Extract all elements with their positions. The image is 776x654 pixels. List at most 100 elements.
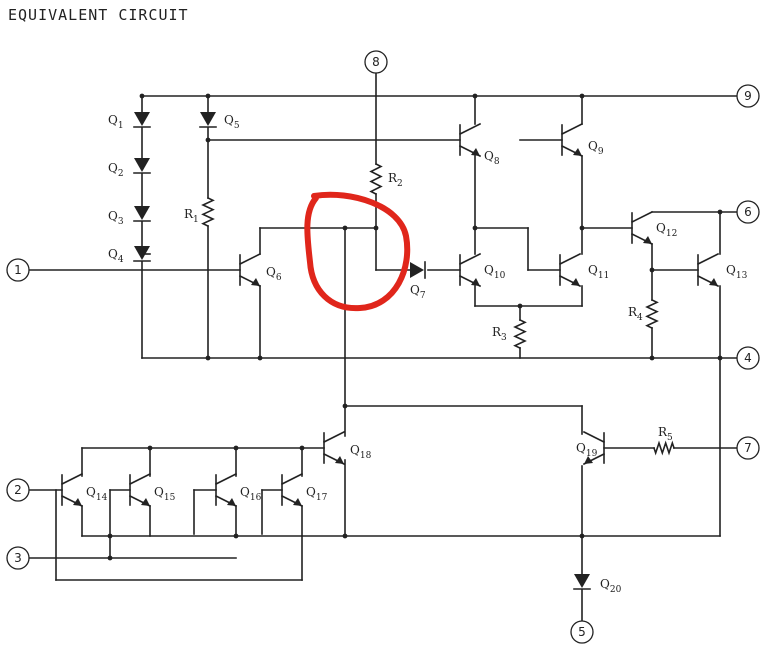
q-20-subscript: 20: [610, 585, 622, 595]
junction-dot-11: [517, 303, 523, 309]
q-9-label: Q9: [588, 139, 604, 157]
diode-q2: [133, 158, 151, 174]
q-8-subscript: 8: [494, 157, 500, 167]
pin-9: 9: [736, 84, 760, 108]
junction-dot-9: [472, 225, 478, 231]
q-18-label: Q18: [350, 443, 372, 461]
q-16-subscript: 16: [250, 493, 262, 503]
junction-dot-13: [717, 209, 723, 215]
transistor-q14-collector: [60, 472, 84, 486]
transistor-q19: [582, 430, 606, 466]
q-10-label: Q10: [484, 263, 506, 281]
transistor-q14: [60, 472, 84, 508]
junction-dot-22: [342, 533, 348, 539]
resistor-r4: [645, 298, 659, 330]
pin-4-circle: [736, 346, 760, 370]
transistor-q9-collector: [560, 122, 584, 136]
junction-dot-5: [205, 355, 211, 361]
q-16-label: Q16: [240, 485, 262, 503]
r-2-label: R2: [388, 171, 403, 189]
transistor-q19-collector: [582, 430, 606, 444]
pin-1-circle: [6, 258, 30, 282]
q-4-subscript: 4: [118, 255, 124, 265]
r-5-subscript: 5: [667, 433, 673, 443]
transistor-q15: [128, 472, 152, 508]
pin-7-number: 7: [744, 441, 752, 455]
q-7-label: Q7: [410, 283, 426, 301]
pin-7-circle: [736, 436, 760, 460]
diode-q2-triangle: [134, 158, 150, 172]
transistor-q17: [280, 472, 304, 508]
junction-dot-10: [579, 225, 585, 231]
junction-dot-7: [342, 225, 348, 231]
q-2-subscript: 2: [118, 169, 124, 179]
pin-2: 2: [6, 478, 30, 502]
q-2-label: Q2: [108, 161, 124, 179]
page-title: EQUIVALENT CIRCUIT: [8, 6, 189, 24]
pin-4: 4: [736, 346, 760, 370]
junction-dot-8: [373, 225, 379, 231]
transistor-q8: [458, 122, 482, 158]
junction-dots: [107, 93, 723, 561]
transistor-q9-arrow: [573, 148, 582, 156]
wires: [29, 69, 737, 621]
transistor-q8-arrow: [471, 148, 480, 156]
pin-8-circle: [364, 50, 388, 74]
diode-q20: [573, 574, 591, 590]
resistor-r2: [369, 162, 383, 196]
q-15-label: Q15: [154, 485, 176, 503]
transistor-q13: [696, 252, 720, 288]
q-1-label: Q1: [108, 113, 124, 131]
resistor-r5: [652, 440, 676, 456]
q-14-subscript: 14: [96, 493, 108, 503]
q-10-subscript: 10: [494, 271, 506, 281]
q-3-label: Q3: [108, 209, 124, 227]
q-12-label: Q12: [656, 221, 677, 239]
transistor-q16: [214, 472, 238, 508]
transistor-q10-arrow: [471, 278, 480, 286]
transistor-q6-collector: [238, 252, 262, 266]
transistor-q11: [558, 252, 582, 288]
junction-dot-23: [579, 533, 585, 539]
junction-dot-21: [107, 555, 113, 561]
q-13-subscript: 13: [736, 271, 748, 281]
transistor-q13-arrow: [709, 278, 718, 286]
junction-dot-15: [717, 355, 723, 361]
pin-6-number: 6: [744, 205, 752, 219]
diode-q4-triangle: [134, 246, 150, 260]
transistor-q16-collector: [214, 472, 238, 486]
pin-9-circle: [736, 84, 760, 108]
transistor-q10-collector: [458, 252, 482, 266]
transistor-q12-arrow: [643, 236, 652, 244]
diode-q1: [133, 112, 151, 128]
transistor-q13-collector: [696, 252, 720, 266]
q-7-subscript: 7: [420, 291, 426, 301]
q-5-label: Q5: [224, 113, 240, 131]
r-3-subscript: 3: [501, 333, 507, 343]
diode-q3: [133, 206, 151, 222]
transistor-q8-collector: [458, 122, 482, 136]
pin-9-number: 9: [744, 89, 752, 103]
pin-terminals: 1 2 3 4 5 6 7 8 9: [6, 50, 760, 644]
pin-6-circle: [736, 200, 760, 224]
transistor-q9: [560, 122, 584, 158]
q-6-subscript: 6: [276, 273, 282, 283]
r-3-label: R3: [492, 325, 507, 343]
diode-q1-triangle: [134, 112, 150, 126]
pin-3-number: 3: [14, 551, 22, 565]
r-4-subscript: 4: [637, 313, 643, 323]
q-18-subscript: 18: [360, 451, 372, 461]
junction-dot-20: [107, 533, 113, 539]
pin-1-number: 1: [14, 263, 22, 277]
transistor-q18: [322, 430, 346, 466]
diode-q4: [133, 246, 151, 262]
transistor-q14-arrow: [73, 498, 82, 506]
junction-dot-1: [205, 93, 211, 99]
q-4-label: Q4: [108, 247, 124, 265]
q-17-label: Q17: [306, 485, 328, 503]
q-11-label: Q11: [588, 263, 609, 281]
junction-dot-4: [205, 137, 211, 143]
q-9-subscript: 9: [598, 147, 604, 157]
